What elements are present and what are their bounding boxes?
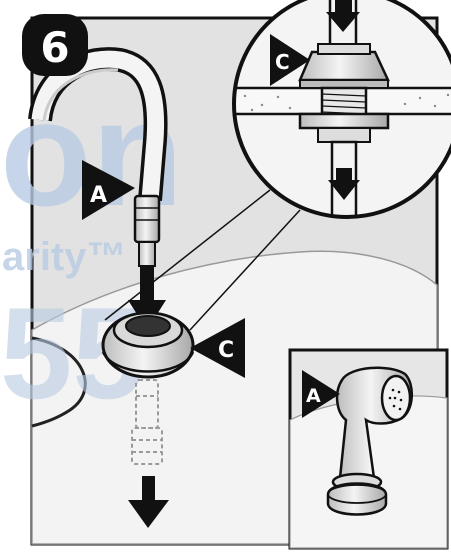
callout-a-main-label: A: [90, 183, 107, 208]
watermark-line2: arity™: [2, 235, 127, 279]
callout-c-main-label: C: [218, 338, 234, 363]
step-number-badge: 6: [22, 14, 88, 76]
sprayer-head: [326, 366, 413, 516]
callout-a-main: A: [82, 160, 135, 220]
inset-sprayer-panel: A: [288, 348, 449, 550]
callout-a-inset: A: [302, 370, 340, 418]
callout-c-detail: C: [270, 34, 310, 86]
sprayer-hose: [28, 47, 168, 267]
hose-below-deck: [131, 379, 163, 465]
step-number: 6: [40, 23, 69, 72]
callout-a-inset-label: A: [306, 385, 321, 407]
detail-leader-right: [189, 209, 301, 331]
sprayer-escutcheon: [101, 311, 195, 379]
detail-leader-left: [104, 189, 271, 321]
callout-c-main: C: [190, 318, 245, 378]
callout-c-detail-label: C: [275, 50, 290, 74]
hose-coupling: [133, 194, 161, 244]
down-arrow-bottom: [128, 476, 169, 528]
